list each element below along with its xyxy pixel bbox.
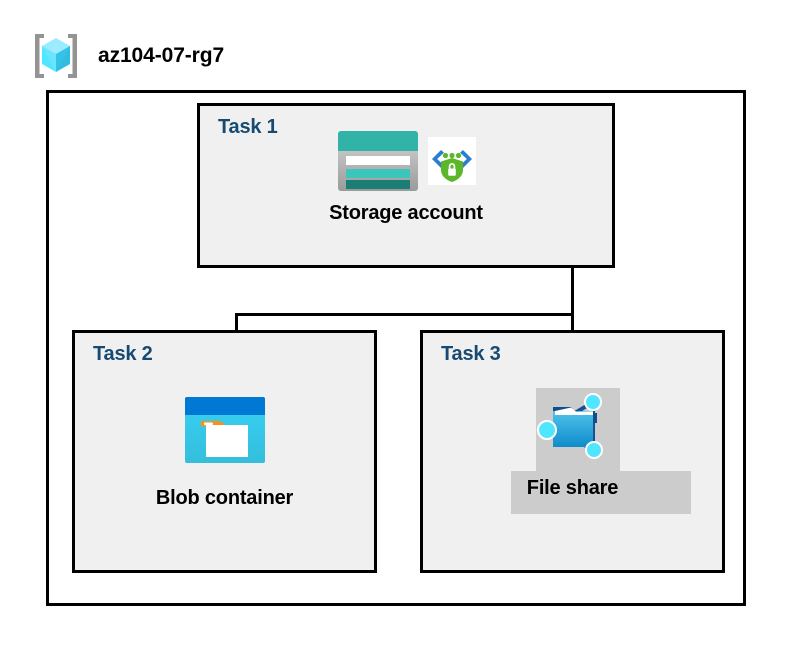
secure-transfer-shield-lock-icon [428, 137, 476, 185]
task-2-box[interactable]: Task 2 [72, 330, 377, 573]
task-1-box[interactable]: Task 1 [197, 103, 615, 268]
file-share-node[interactable]: File share [423, 385, 722, 500]
resource-group-header: az104-07-rg7 [30, 28, 330, 84]
task-3-box[interactable]: Task 3 [420, 330, 725, 573]
storage-account-icon [336, 129, 420, 193]
connector-task1-trunk [571, 268, 574, 316]
file-share-folder-icon [531, 385, 615, 465]
task-2-label: Task 2 [93, 343, 153, 365]
storage-account-icon-row [336, 128, 476, 194]
connector-horizontal-bus [235, 313, 574, 316]
blob-container-caption: Blob container [155, 487, 294, 509]
resource-group-cube-icon [30, 30, 82, 82]
file-share-label-selection-highlight [511, 471, 691, 514]
task-3-label: Task 3 [441, 343, 501, 365]
blob-container-icon [183, 395, 267, 465]
resource-group-name: az104-07-rg7 [98, 44, 225, 67]
storage-account-caption: Storage account [329, 202, 483, 224]
file-share-caption: File share [526, 477, 619, 499]
storage-account-node[interactable]: Storage account [200, 128, 612, 225]
task-1-label: Task 1 [218, 116, 278, 138]
blob-container-node[interactable]: Blob container [75, 395, 374, 510]
